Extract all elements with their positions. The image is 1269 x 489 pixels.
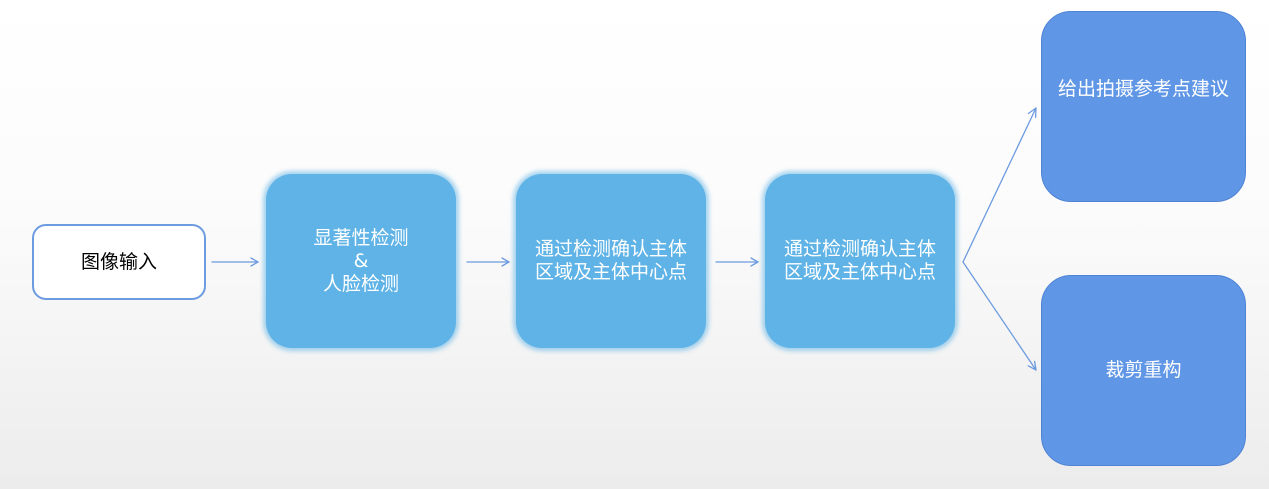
node-confirm-subject-2: 通过检测确认主体区域及主体中心点	[765, 174, 955, 348]
arrow-detect-to-confirm	[466, 257, 510, 267]
node-crop-reconstruct: 裁剪重构	[1041, 275, 1246, 466]
arrow-to-suggest	[962, 107, 1037, 263]
node-confirm-subject-1: 通过检测确认主体区域及主体中心点	[516, 174, 706, 348]
arrow-confirm-to-confirm	[715, 257, 759, 267]
arrow-input-to-detect	[211, 257, 259, 267]
node-confirm-subject-1-label: 通过检测确认主体区域及主体中心点	[534, 238, 687, 283]
node-confirm-subject-2-label: 通过检测确认主体区域及主体中心点	[783, 238, 936, 283]
node-shooting-reference-suggestion: 给出拍摄参考点建议	[1041, 11, 1246, 202]
arrow-to-crop	[962, 261, 1037, 371]
node-saliency-face-detection: 显著性检测 & 人脸检测	[266, 174, 456, 348]
node-saliency-face-detection-label: 显著性检测 & 人脸检测	[313, 226, 409, 295]
node-crop-reconstruct-label: 裁剪重构	[1105, 359, 1182, 381]
node-image-input-label: 图像输入	[80, 250, 157, 273]
node-image-input: 图像输入	[32, 224, 206, 300]
node-shooting-reference-suggestion-label: 给出拍摄参考点建议	[1057, 78, 1229, 100]
